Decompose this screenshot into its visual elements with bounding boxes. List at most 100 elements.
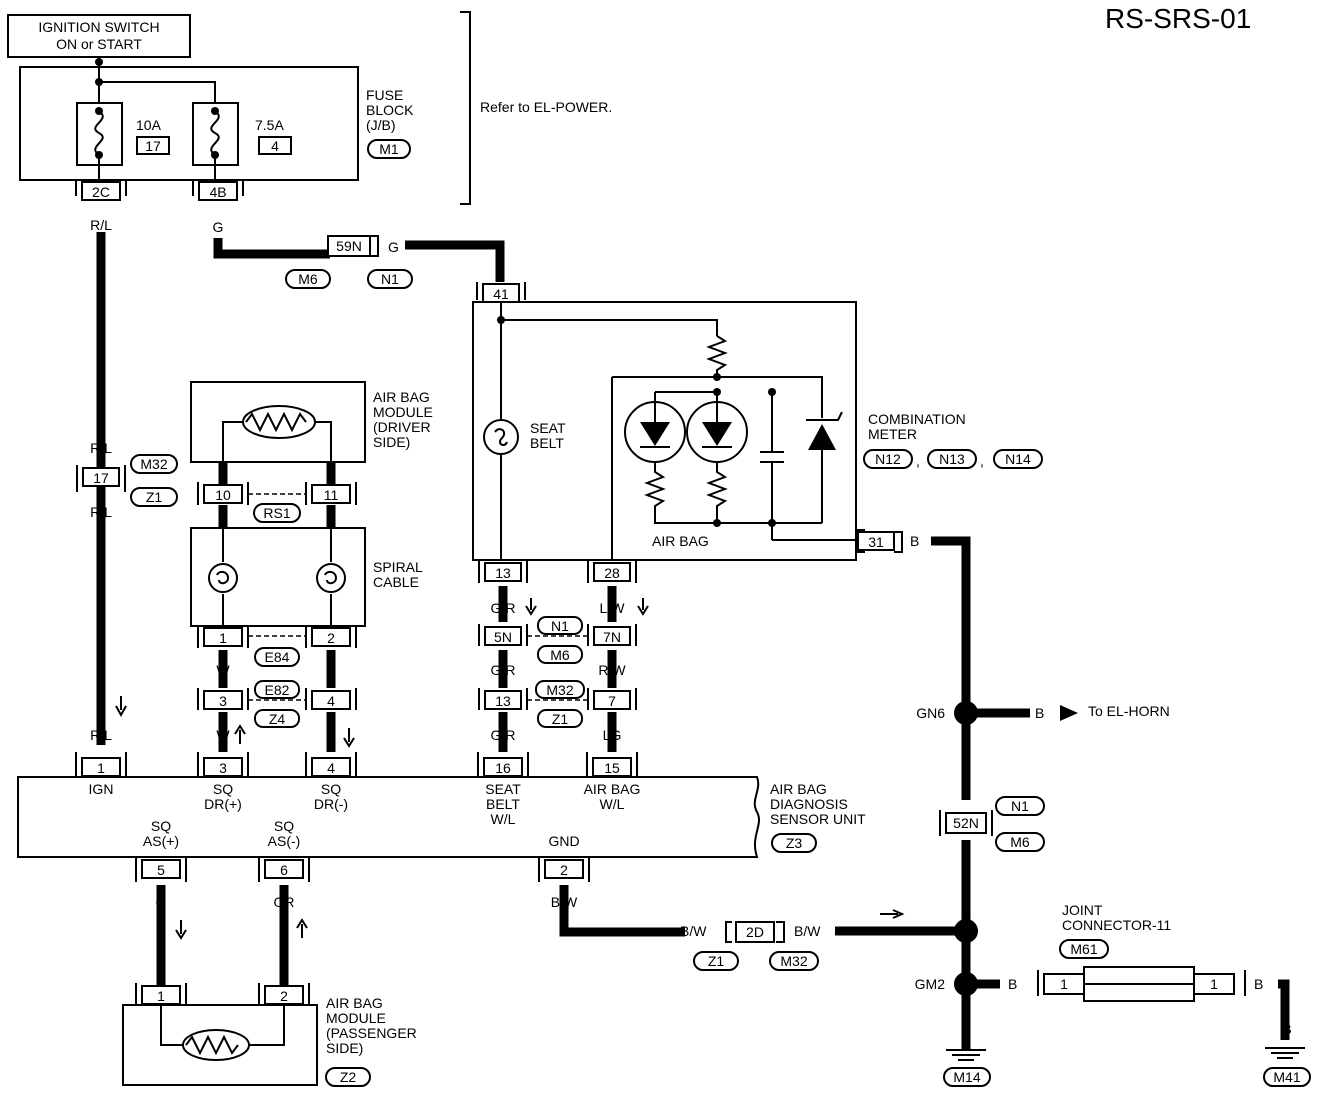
- pin-label-sq-dr-minus-2: DR(-): [314, 796, 348, 812]
- connector-2-label: 2: [327, 630, 335, 646]
- connector-3-label: 3: [219, 693, 227, 709]
- wire-label: R/L: [90, 727, 112, 743]
- connector-52N: 52N: [939, 810, 993, 836]
- passenger-module-label-3: (PASSENGER: [326, 1025, 417, 1041]
- splice-gm2: [954, 972, 978, 996]
- resistor-icon: [644, 462, 717, 524]
- connector-7N: 7N: [587, 624, 637, 646]
- fuse-4-rating: 7.5A: [255, 117, 284, 133]
- wire-label: OR: [274, 894, 295, 910]
- passenger-pin-1: 1: [157, 988, 165, 1004]
- harness-N1: N1: [381, 271, 399, 287]
- connector-13b: 13: [478, 688, 528, 710]
- sensor-unit-label-3: SENSOR UNIT: [770, 811, 866, 827]
- connector-4: 4: [305, 688, 357, 710]
- gm2-label: GM2: [915, 976, 946, 992]
- connector-7-label: 7: [608, 693, 616, 709]
- wire-label: R/W: [598, 662, 626, 678]
- connector-41-label: 41: [493, 286, 509, 302]
- harness-M32: M32: [546, 682, 573, 698]
- connector-17: 17: [76, 465, 126, 492]
- connector-2D-label: 2D: [746, 924, 764, 940]
- pin-label-sq-dr-plus: SQ: [213, 781, 233, 797]
- joint-connector-label: JOINT: [1062, 902, 1103, 918]
- joint-connector-label-2: CONNECTOR-11: [1062, 917, 1171, 933]
- refer-bracket: [460, 11, 471, 205]
- wire-label: R/L: [90, 217, 112, 233]
- pin-label-sq-as-minus: SQ: [274, 818, 294, 834]
- harness-M41: M41: [1273, 1069, 1300, 1085]
- unit-pin-4: 4: [327, 760, 335, 776]
- connector-2: 2: [305, 626, 357, 648]
- connector-2C-label: 2C: [92, 184, 110, 200]
- svg-text:,: ,: [980, 453, 984, 469]
- connector-5N: 5N: [478, 624, 528, 646]
- svg-text:,: ,: [916, 453, 920, 469]
- wire-label: B: [1035, 705, 1044, 721]
- unit-pin-5: 5: [157, 862, 165, 878]
- harness-RS1: RS1: [263, 505, 290, 521]
- combination-meter: 41 SEAT BELT AIR BAG 31: [472, 282, 903, 561]
- wire-label: B: [961, 1024, 970, 1040]
- connector-10-label: 10: [215, 487, 231, 503]
- pin-label-seat-belt-2: BELT: [486, 796, 520, 812]
- spiral-coil-icon: [316, 563, 346, 593]
- wire-label: G: [388, 239, 399, 255]
- pin-label-sq-dr-minus: SQ: [321, 781, 341, 797]
- harness-N13: N13: [939, 451, 965, 467]
- driver-module-label-2: MODULE: [373, 404, 433, 420]
- pin-label-air-bag-2: W/L: [600, 796, 625, 812]
- arrow-down-icon: [175, 920, 187, 940]
- connector-7: 7: [587, 688, 637, 710]
- wiring: [96, 232, 1290, 1050]
- capacitor-icon: [760, 392, 784, 540]
- ground-icon: [946, 1049, 986, 1061]
- fuse-block-label: FUSE: [366, 87, 403, 103]
- resistor-icon: [706, 462, 772, 524]
- driver-module-label-3: (DRIVER: [373, 419, 431, 435]
- connector-4B-label: 4B: [209, 184, 226, 200]
- combination-meter-label-2: METER: [868, 426, 917, 442]
- pin-label-seat-belt-3: W/L: [491, 811, 516, 827]
- fuse-4-number: 4: [271, 138, 279, 154]
- wire-label: G/R: [491, 662, 516, 678]
- harness-M6: M6: [1010, 834, 1030, 850]
- arrow-up-icon: [234, 724, 246, 744]
- wire-label: B: [1008, 976, 1017, 992]
- connector-2D: 2D: [725, 921, 785, 943]
- pin-label-ign: IGN: [89, 781, 114, 797]
- fuse-block-connector: M1: [379, 141, 399, 157]
- squib-icon: [182, 1029, 250, 1061]
- driver-module-label: AIR BAG: [373, 389, 430, 405]
- wire-label: W: [216, 727, 230, 743]
- connector-31-label: 31: [868, 534, 884, 550]
- arrow-down-icon: [115, 696, 127, 718]
- harness-Z3: Z3: [786, 835, 803, 851]
- wire-label: G: [213, 219, 224, 235]
- harness-M32: M32: [140, 456, 167, 472]
- connector-10: 10: [197, 482, 249, 505]
- wire-label: B: [1254, 976, 1263, 992]
- seat-belt-label: SEAT: [530, 420, 566, 436]
- wire-label: B: [961, 849, 970, 865]
- harness-M61: M61: [1070, 941, 1097, 957]
- harness-M32: M32: [780, 953, 807, 969]
- wire-label: B/W: [551, 894, 578, 910]
- wire-label: B: [1282, 1021, 1291, 1037]
- passenger-module-label: AIR BAG: [326, 995, 383, 1011]
- harness-M6: M6: [550, 647, 570, 663]
- resistor-icon: [706, 335, 728, 377]
- ground-icon: [1265, 1047, 1305, 1059]
- unit-pin-2: 2: [560, 862, 568, 878]
- joint-pin-1: 1: [1060, 976, 1068, 992]
- unit-pin-3: 3: [219, 760, 227, 776]
- connector-2C: 2C: [75, 180, 127, 201]
- fuse-block-label-3: (J/B): [366, 117, 396, 133]
- wire-label: L: [327, 727, 335, 743]
- refer-note: Refer to EL-POWER.: [480, 99, 612, 115]
- connector-5N-label: 5N: [494, 629, 512, 645]
- wire-label: R/L: [90, 440, 112, 456]
- ignition-switch: IGNITION SWITCH ON or START: [7, 14, 191, 58]
- diagram-title: RS-SRS-01: [1105, 3, 1251, 34]
- harness-N1: N1: [1011, 798, 1029, 814]
